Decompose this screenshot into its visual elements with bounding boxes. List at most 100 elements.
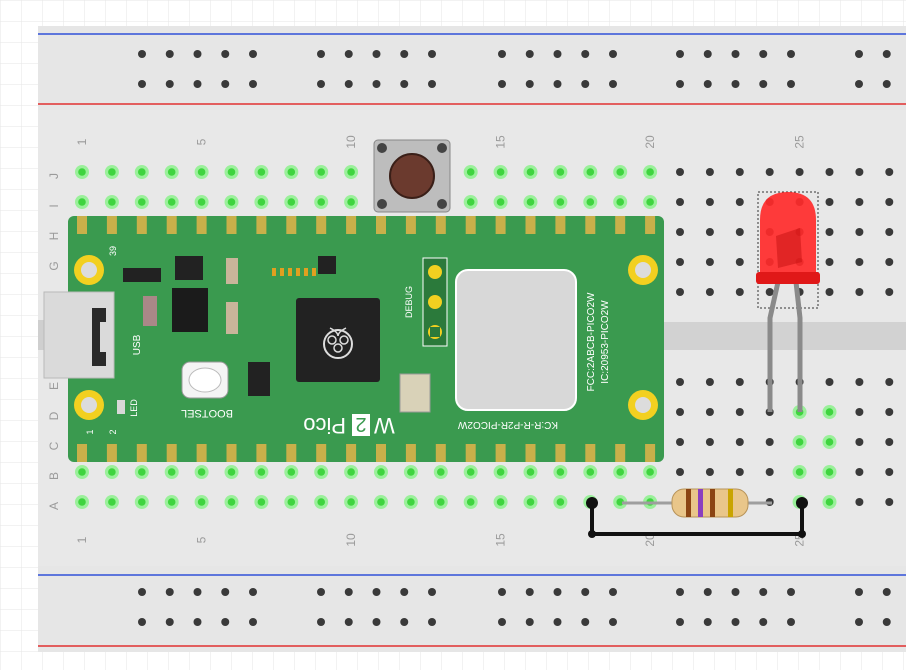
terminal-hole[interactable] — [317, 198, 326, 206]
rail-hole[interactable] — [731, 618, 740, 626]
terminal-hole[interactable] — [377, 498, 385, 506]
terminal-hole[interactable] — [227, 468, 236, 476]
terminal-hole[interactable] — [885, 288, 894, 296]
terminal-hole[interactable] — [227, 198, 236, 206]
terminal-hole[interactable] — [287, 498, 296, 506]
terminal-hole[interactable] — [676, 258, 684, 266]
rail-hole[interactable] — [855, 588, 863, 596]
terminal-hole[interactable] — [586, 198, 595, 206]
terminal-hole[interactable] — [735, 468, 744, 476]
terminal-hole[interactable] — [257, 498, 266, 506]
terminal-hole[interactable] — [108, 468, 116, 476]
rail-hole[interactable] — [609, 50, 617, 58]
rail-hole[interactable] — [344, 588, 353, 596]
terminal-hole[interactable] — [885, 438, 894, 446]
terminal-hole[interactable] — [78, 468, 86, 476]
terminal-hole[interactable] — [466, 198, 475, 206]
rail-hole[interactable] — [498, 50, 506, 58]
terminal-hole[interactable] — [586, 468, 595, 476]
terminal-hole[interactable] — [676, 168, 684, 176]
terminal-hole[interactable] — [885, 378, 894, 386]
terminal-hole[interactable] — [496, 498, 505, 506]
terminal-hole[interactable] — [885, 198, 894, 206]
terminal-hole[interactable] — [765, 468, 774, 476]
terminal-hole[interactable] — [197, 198, 206, 206]
terminal-hole[interactable] — [437, 468, 445, 476]
terminal-hole[interactable] — [526, 468, 535, 476]
terminal-hole[interactable] — [526, 168, 535, 176]
terminal-hole[interactable] — [705, 168, 714, 176]
rail-hole[interactable] — [703, 80, 712, 88]
terminal-hole[interactable] — [556, 198, 565, 206]
terminal-hole[interactable] — [317, 468, 326, 476]
rail-hole[interactable] — [787, 618, 795, 626]
rail-hole[interactable] — [553, 588, 562, 596]
terminal-hole[interactable] — [676, 378, 684, 386]
rail-hole[interactable] — [249, 80, 257, 88]
terminal-hole[interactable] — [795, 468, 804, 476]
rail-hole[interactable] — [882, 50, 891, 58]
rail-hole[interactable] — [138, 50, 146, 58]
terminal-hole[interactable] — [317, 168, 326, 176]
terminal-hole[interactable] — [885, 228, 894, 236]
terminal-hole[interactable] — [705, 438, 714, 446]
rail-hole[interactable] — [344, 50, 353, 58]
terminal-hole[interactable] — [825, 288, 834, 296]
terminal-hole[interactable] — [765, 438, 774, 446]
terminal-hole[interactable] — [496, 168, 505, 176]
rail-hole[interactable] — [372, 618, 381, 626]
rail-hole[interactable] — [609, 80, 617, 88]
rail-hole[interactable] — [731, 80, 740, 88]
rail-hole[interactable] — [787, 588, 795, 596]
terminal-hole[interactable] — [855, 468, 864, 476]
terminal-hole[interactable] — [377, 468, 385, 476]
terminal-hole[interactable] — [825, 438, 834, 446]
rail-hole[interactable] — [676, 588, 684, 596]
terminal-hole[interactable] — [676, 408, 684, 416]
rail-hole[interactable] — [882, 588, 891, 596]
rail-hole[interactable] — [676, 80, 684, 88]
rail-hole[interactable] — [372, 50, 381, 58]
rail-hole[interactable] — [525, 80, 534, 88]
terminal-hole[interactable] — [167, 498, 176, 506]
terminal-hole[interactable] — [257, 168, 266, 176]
terminal-hole[interactable] — [885, 168, 894, 176]
terminal-hole[interactable] — [825, 198, 834, 206]
terminal-hole[interactable] — [347, 198, 355, 206]
terminal-hole[interactable] — [795, 438, 804, 446]
rail-hole[interactable] — [400, 618, 409, 626]
terminal-hole[interactable] — [496, 468, 505, 476]
terminal-hole[interactable] — [496, 198, 505, 206]
pico-board[interactable]: USB BOOTSEL LED 1 2 39 Pico — [43, 216, 664, 462]
terminal-hole[interactable] — [735, 228, 744, 236]
terminal-hole[interactable] — [885, 258, 894, 266]
terminal-hole[interactable] — [855, 168, 864, 176]
terminal-hole[interactable] — [825, 408, 834, 416]
terminal-hole[interactable] — [437, 498, 445, 506]
terminal-hole[interactable] — [735, 378, 744, 386]
rail-hole[interactable] — [221, 80, 230, 88]
rail-hole[interactable] — [165, 618, 174, 626]
rail-hole[interactable] — [138, 588, 146, 596]
terminal-hole[interactable] — [407, 498, 415, 506]
rail-hole[interactable] — [372, 588, 381, 596]
rail-hole[interactable] — [609, 618, 617, 626]
terminal-hole[interactable] — [705, 198, 714, 206]
terminal-hole[interactable] — [705, 378, 714, 386]
terminal-hole[interactable] — [257, 198, 266, 206]
rail-hole[interactable] — [221, 588, 230, 596]
terminal-hole[interactable] — [347, 168, 355, 176]
rail-hole[interactable] — [344, 80, 353, 88]
terminal-hole[interactable] — [825, 168, 834, 176]
terminal-hole[interactable] — [167, 468, 176, 476]
rail-hole[interactable] — [317, 618, 325, 626]
terminal-hole[interactable] — [646, 198, 654, 206]
rail-hole[interactable] — [759, 618, 768, 626]
terminal-hole[interactable] — [705, 408, 714, 416]
rail-hole[interactable] — [676, 50, 684, 58]
terminal-hole[interactable] — [526, 198, 535, 206]
rail-hole[interactable] — [193, 618, 202, 626]
rail-hole[interactable] — [676, 618, 684, 626]
rail-hole[interactable] — [553, 80, 562, 88]
rail-hole[interactable] — [553, 50, 562, 58]
